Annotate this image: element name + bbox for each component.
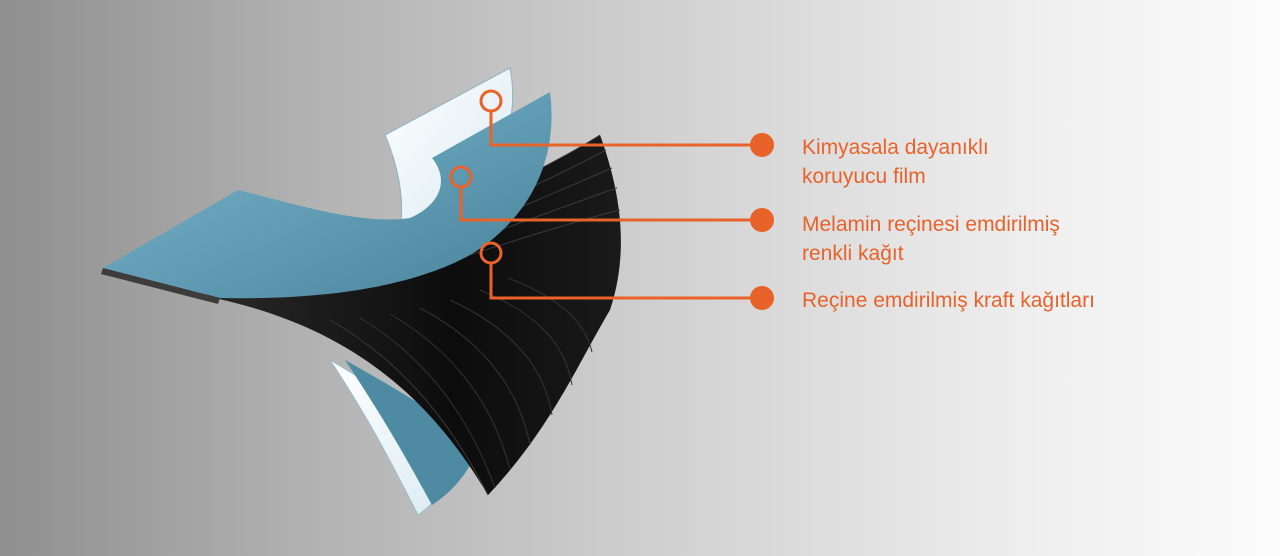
label-protective-film: Kimyasala dayanıklı koruyucu film xyxy=(802,133,989,191)
label-melamine-paper-line2: renkli kağıt xyxy=(802,242,904,265)
callout-lines xyxy=(459,112,762,300)
label-melamine-paper: Melamin reçinesi emdirilmiş renkli kağıt xyxy=(802,210,1060,268)
callout-dot-melamine xyxy=(750,208,774,232)
label-melamine-paper-line1: Melamin reçinesi emdirilmiş xyxy=(802,213,1060,236)
marker-ring-melamine xyxy=(449,165,473,189)
label-protective-film-line1: Kimyasala dayanıklı xyxy=(802,136,989,159)
melamine-sheet-edge xyxy=(101,268,220,304)
label-kraft-papers: Reçine emdirilmiş kraft kağıtları xyxy=(802,286,1095,315)
callout-dot-film xyxy=(750,133,774,157)
callout-dot-kraft xyxy=(750,286,774,310)
marker-ring-kraft xyxy=(479,241,503,265)
marker-ring-film xyxy=(479,89,503,113)
callout-line-kraft xyxy=(489,264,762,300)
melamine-sheet-bottom xyxy=(345,360,480,505)
callout-line-film xyxy=(489,112,762,147)
label-kraft-papers-line1: Reçine emdirilmiş kraft kağıtları xyxy=(802,289,1095,312)
callout-line-melamine xyxy=(459,188,762,222)
melamine-paper-sheet xyxy=(103,92,552,299)
label-protective-film-line2: koruyucu film xyxy=(802,165,926,188)
